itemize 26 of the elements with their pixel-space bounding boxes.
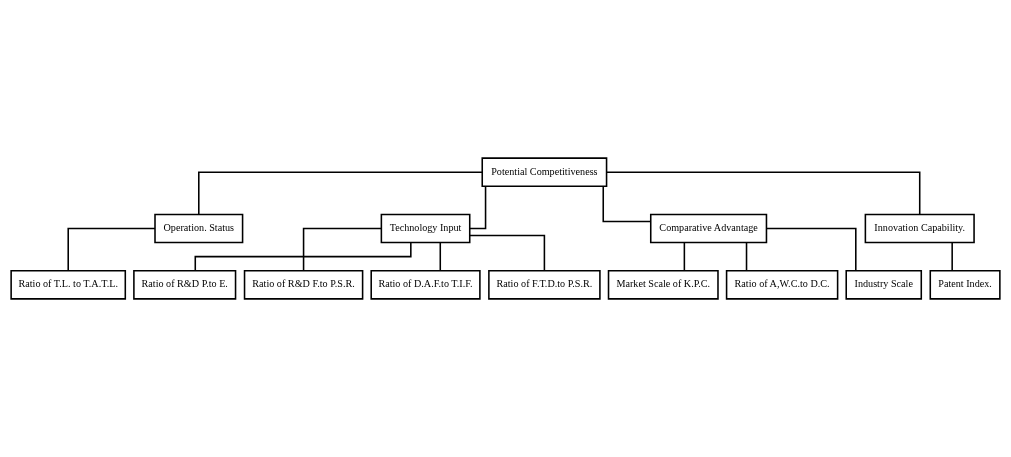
node-box: Industry Scale [845, 269, 923, 300]
connector [951, 241, 953, 272]
node-box: Ratio of A,W.C.to D.C. [725, 269, 839, 300]
node-box: Comparative Advantage [649, 213, 768, 244]
node-box: Technology Input [380, 213, 471, 244]
connector [745, 241, 748, 272]
node-box: Ratio of R&D F.to P.S.R. [243, 269, 364, 300]
node-box: Market Scale of K.P.C. [607, 269, 719, 300]
node-box: Ratio of F.T.D.to P.S.R. [488, 269, 601, 300]
connector [683, 241, 686, 272]
connector [765, 227, 857, 272]
connector [602, 185, 652, 223]
node-box: Innovation Capability. [864, 213, 975, 244]
connector [439, 241, 442, 272]
connector [469, 234, 546, 272]
node-box: Ratio of D.A.F.to T.I.F. [370, 269, 481, 300]
node-box: Potential Competitiveness [481, 157, 608, 188]
node-box: Operation. Status [154, 213, 244, 244]
node-box: Ratio of T.L. to T.A.T.L. [10, 269, 127, 300]
connector [605, 171, 921, 216]
node-box: Ratio of R&D P.to E. [133, 269, 237, 300]
connector [469, 185, 487, 230]
node-box: Patent Index. [929, 269, 1001, 300]
connector [302, 227, 382, 272]
connector [67, 227, 156, 272]
connector [198, 171, 483, 216]
